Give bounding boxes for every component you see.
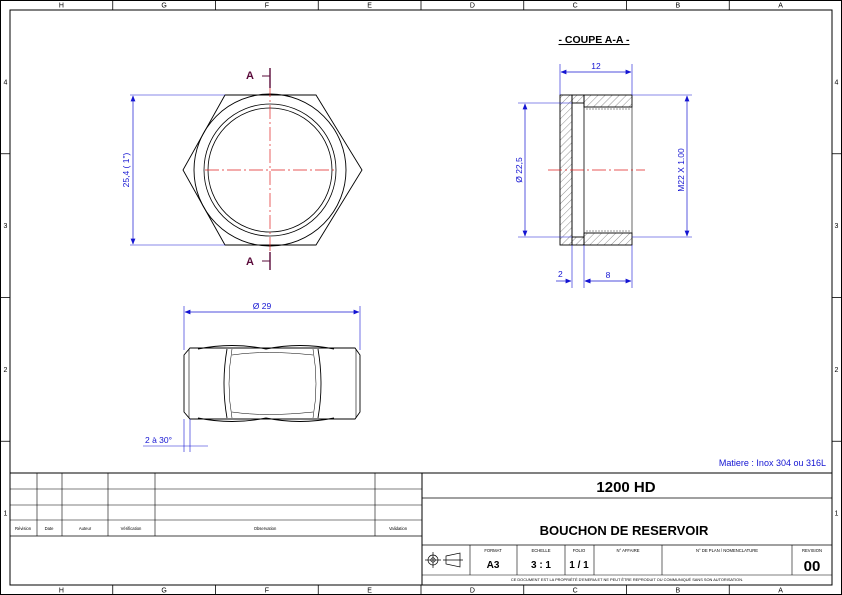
sheet-value: 1 / 1 — [569, 560, 589, 571]
zone-column-label: G — [161, 3, 166, 10]
scale-value: 3 : 1 — [531, 560, 551, 571]
dim-diameter-29: Ø 29 — [253, 301, 272, 311]
header-author: Auteur — [79, 526, 92, 531]
zone-row-label: 1 — [835, 511, 839, 518]
copyright-note: CE DOCUMENT EST LA PROPRIÉTÉ D'ENERIA ET… — [511, 577, 743, 582]
zone-column-label: A — [778, 588, 783, 595]
dim-inner-diameter: Ø 22,5 — [514, 157, 524, 183]
zone-column-label: C — [573, 3, 578, 10]
zone-column-label: H — [59, 588, 64, 595]
zone-column-label: F — [265, 3, 269, 10]
zone-column-label: A — [778, 3, 783, 10]
zone-column-label: E — [367, 3, 372, 10]
header-verification: Vérification — [121, 526, 142, 531]
hex-top-view: A A 25,4 ( 1") — [121, 68, 363, 270]
scale-label: ECHELLE — [531, 548, 550, 553]
zone-row-label: 2 — [4, 367, 8, 374]
dim-across-flats: 25,4 ( 1") — [121, 153, 131, 188]
zone-labels: H H G G F F E E D D C C B B A A 4 4 3 3 2 2 1 1 — [4, 3, 839, 595]
hex-side-view — [183, 345, 361, 422]
material-note: Matiere : Inox 304 ou 316L — [719, 458, 826, 468]
zone-row-label: 4 — [4, 79, 8, 86]
zone-row-label: 4 — [835, 79, 839, 86]
dim-wall-2: 2 — [558, 269, 563, 279]
header-validation: Validation — [389, 526, 408, 531]
zone-column-label: E — [367, 588, 372, 595]
header-revision: Révision — [15, 526, 32, 531]
section-mark-top: A — [246, 70, 254, 82]
zone-column-label: F — [265, 588, 269, 595]
header-date: Date — [45, 526, 55, 531]
affaire-label: N° AFFAIRE — [616, 548, 639, 553]
plan-label: N° DE PLAN / NOMENCLATURE — [696, 548, 758, 553]
dim-width-12: 12 — [591, 61, 601, 71]
revision-value: 00 — [804, 558, 821, 575]
projection-symbol-icon — [425, 552, 463, 568]
header-observation: Observation — [254, 526, 277, 531]
part-number: 1200 HD — [596, 479, 655, 496]
zone-column-label: D — [470, 3, 475, 10]
dim-thread: M22 X 1.00 — [676, 148, 686, 192]
dim-thread-length: 8 — [606, 270, 611, 280]
hex-inner-circle-1 — [203, 103, 337, 237]
section-title: - COUPE A-A - — [559, 34, 630, 46]
hex-outline — [182, 94, 363, 246]
zone-column-label: B — [676, 588, 681, 595]
title-block — [10, 472, 832, 585]
zone-row-label: 2 — [835, 367, 839, 374]
part-name: BOUCHON DE RESERVOIR — [540, 523, 709, 538]
format-label: FORMAT — [484, 548, 502, 553]
zone-row-label: 3 — [835, 223, 839, 230]
zone-column-label: G — [161, 588, 166, 595]
section-mark-bottom: A — [246, 256, 254, 268]
dim-chamfer: 2 à 30° — [145, 435, 172, 445]
zone-column-label: H — [59, 3, 64, 10]
zone-row-label: 3 — [4, 223, 8, 230]
revision-label: REVISION — [802, 548, 822, 553]
section-view — [548, 94, 645, 246]
format-value: A3 — [487, 560, 500, 571]
sheet-label: FOLIO — [573, 548, 586, 553]
zone-column-label: C — [573, 588, 578, 595]
hex-inner-circle-2 — [207, 107, 333, 233]
zone-column-label: D — [470, 588, 475, 595]
zone-column-label: B — [676, 3, 681, 10]
zone-row-label: 1 — [4, 511, 8, 518]
